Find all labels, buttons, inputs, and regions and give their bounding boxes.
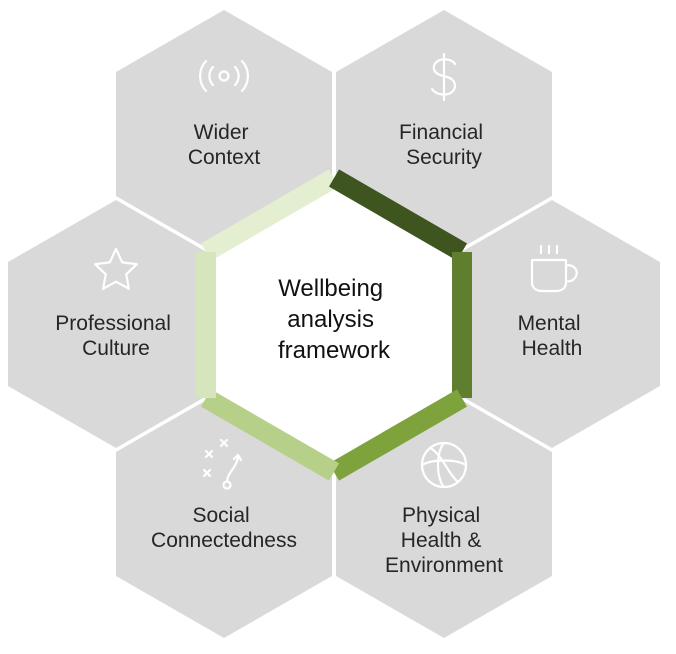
- label-social-connectedness: Social Connectedness: [151, 504, 297, 552]
- edge-top-left: [200, 169, 340, 261]
- hex-wider-context[interactable]: [116, 10, 332, 258]
- dollar-icon: [430, 52, 457, 102]
- label-professional-culture: Professional Culture: [55, 312, 176, 360]
- hex-social-connectedness[interactable]: [116, 390, 332, 638]
- edge-top-right: [328, 169, 468, 261]
- label-physical-health: Physical Health & Environment: [385, 504, 503, 577]
- basketball-icon: [420, 441, 468, 489]
- hex-professional-culture[interactable]: [8, 200, 224, 448]
- edge-bottom-left: [200, 389, 340, 481]
- star-icon: [93, 247, 138, 290]
- hex-physical-health[interactable]: [336, 390, 552, 638]
- center-title-line-2: analysis: [287, 306, 374, 333]
- edge-bottom-right: [328, 389, 468, 481]
- label-financial-security: Financial Security: [399, 121, 489, 169]
- coffee-cup-icon: [530, 244, 578, 293]
- center-title: Wellbeing analysis framework: [278, 275, 391, 364]
- play-diagram-icon: [202, 438, 243, 490]
- broadcast-icon: [199, 59, 249, 93]
- label-wider-context: Wider Context: [188, 121, 261, 169]
- center-inner: [216, 190, 452, 460]
- hex-mental-health[interactable]: [444, 200, 660, 448]
- center-title-line-3: framework: [278, 337, 391, 364]
- label-mental-health: Mental Health: [518, 312, 587, 360]
- center-title-line-1: Wellbeing: [278, 275, 383, 302]
- hex-financial-security[interactable]: [336, 10, 552, 258]
